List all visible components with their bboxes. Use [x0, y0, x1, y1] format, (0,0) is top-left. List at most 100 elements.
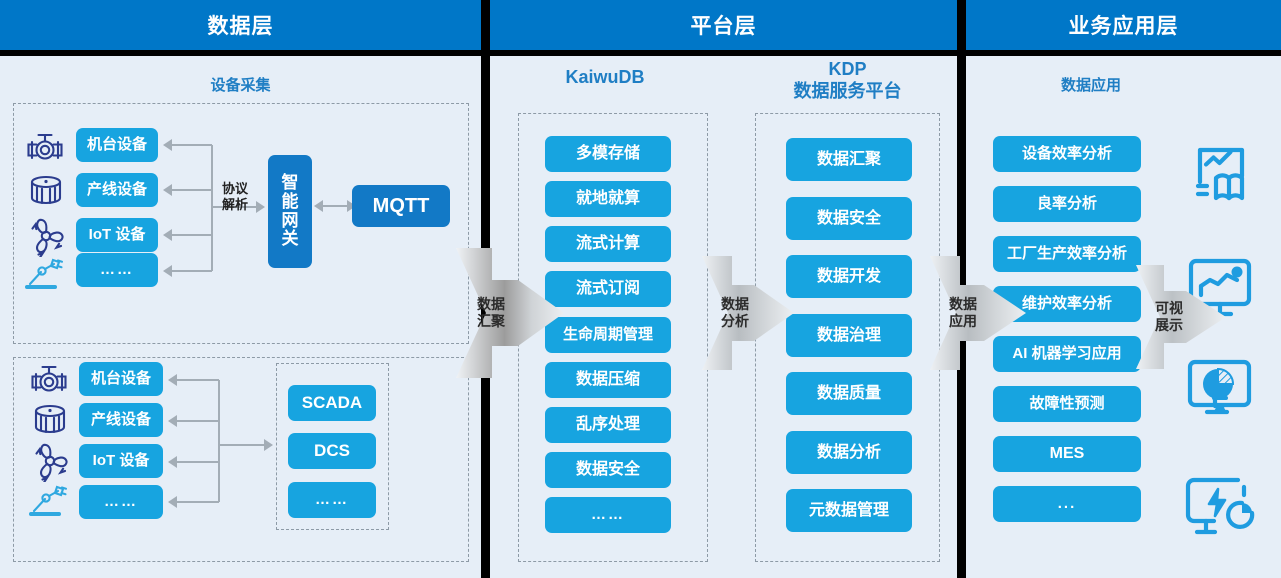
- kdp-chip-4[interactable]: 数据质量: [786, 372, 912, 415]
- industrial-systems-group: [276, 363, 389, 530]
- connector-arrow-top-2: [163, 229, 172, 241]
- kaiwudb-chip-2[interactable]: 流式计算: [545, 226, 671, 262]
- connector-to-gateway: [211, 206, 258, 209]
- gateway-char-1: 能: [281, 191, 299, 211]
- app-chip-2[interactable]: 工厂生产效率分析: [993, 236, 1141, 272]
- flow-label-2-line2: 应用: [949, 313, 977, 329]
- device-chip-top-0[interactable]: 机台设备: [76, 128, 158, 162]
- kdp-chip-2[interactable]: 数据开发: [786, 255, 912, 298]
- connector-top-3: [172, 270, 212, 273]
- connector-bottom-3: [177, 501, 219, 504]
- flow-arrow-data-application: [930, 256, 1026, 370]
- app-chip-1[interactable]: 良率分析: [993, 186, 1141, 222]
- kdp-chip-1[interactable]: 数据安全: [786, 197, 912, 240]
- mqtt-chip[interactable]: MQTT: [352, 185, 450, 227]
- connector-to-systems: [218, 444, 266, 447]
- connector-bus-bottom: [218, 380, 221, 502]
- protocol-parse-line2: 解析: [221, 197, 248, 212]
- connector-bottom-1: [177, 420, 219, 423]
- header-application-layer: 业务应用层: [966, 0, 1281, 50]
- kdp-title-line2: 数据服务平台: [793, 81, 902, 101]
- kaiwudb-chip-4[interactable]: 生命周期管理: [545, 317, 671, 353]
- robot-arm-icon-2: [26, 481, 74, 526]
- connector-bottom-2: [177, 461, 219, 464]
- device-chip-bottom-1[interactable]: 产线设备: [79, 403, 163, 437]
- kaiwudb-chip-1[interactable]: 就地就算: [545, 181, 671, 217]
- system-chip-dcs[interactable]: DCS: [288, 433, 376, 469]
- connector-bottom-0: [177, 379, 219, 382]
- tank-icon: [24, 172, 68, 215]
- gateway-char-2: 网: [281, 210, 299, 230]
- kaiwudb-chip-6[interactable]: 乱序处理: [545, 407, 671, 443]
- kaiwudb-chip-3[interactable]: 流式订阅: [545, 271, 671, 307]
- connector-arrow-bottom-2: [168, 456, 177, 468]
- device-chip-top-3[interactable]: ……: [76, 253, 158, 287]
- kdp-chip-3[interactable]: 数据治理: [786, 314, 912, 357]
- app-chip-5[interactable]: 故障性预测: [993, 386, 1141, 422]
- app-chip-0[interactable]: 设备效率分析: [993, 136, 1141, 172]
- flow-label-3-line2: 展示: [1155, 317, 1183, 333]
- connector-arrow-top-0: [163, 139, 172, 151]
- flow-arrow-data-application-label: 数据 应用: [939, 296, 987, 330]
- device-chip-bottom-2[interactable]: IoT 设备: [79, 444, 163, 478]
- gateway-char-3: 关: [281, 229, 299, 249]
- header-platform-layer-label: 平台层: [690, 15, 757, 38]
- kdp-chip-6[interactable]: 元数据管理: [786, 489, 912, 532]
- section-title-device-collection: 设备采集: [210, 77, 271, 94]
- flow-arrow-visual-presentation-label: 可视 展示: [1145, 300, 1193, 334]
- protocol-parse-label: 协议 解析: [214, 181, 256, 213]
- device-chip-top-1[interactable]: 产线设备: [76, 173, 158, 207]
- connector-top-0: [172, 144, 212, 147]
- header-rule-right: [966, 50, 1281, 56]
- valve-icon-2: [26, 360, 72, 403]
- kdp-chip-0[interactable]: 数据汇聚: [786, 138, 912, 181]
- flow-label-2-line1: 数据: [949, 296, 977, 312]
- flow-arrow-data-analysis-label: 数据 分析: [711, 296, 759, 330]
- header-platform-layer: 平台层: [490, 0, 957, 50]
- app-chip-7[interactable]: ...: [993, 486, 1141, 522]
- connector-arrow-bottom-0: [168, 374, 177, 386]
- robot-arm-icon: [22, 254, 70, 299]
- report-chart-book-icon: [1186, 136, 1258, 211]
- connector-arrow-top-3: [163, 265, 172, 277]
- flow-arrow-visual-presentation: [1136, 265, 1226, 369]
- device-chip-bottom-0[interactable]: 机台设备: [79, 362, 163, 396]
- kaiwudb-chip-7[interactable]: 数据安全: [545, 452, 671, 488]
- kaiwudb-chip-8[interactable]: ……: [545, 497, 671, 533]
- flow-label-0-line2: 汇聚: [477, 313, 505, 329]
- system-chip-scada[interactable]: SCADA: [288, 385, 376, 421]
- connector-arrow-top-1: [163, 184, 172, 196]
- header-rule-left: [0, 50, 481, 56]
- connector-top-1: [172, 189, 212, 192]
- app-chip-6[interactable]: MES: [993, 436, 1141, 472]
- flow-arrow-data-aggregation: [456, 248, 564, 378]
- section-title-kdp: KDP 数据服务平台: [745, 58, 950, 102]
- fan-icon: [22, 215, 70, 262]
- flow-label-0-line1: 数据: [477, 296, 505, 312]
- connector-arrow-gateway: [314, 200, 323, 212]
- header-rule-mid: [490, 50, 957, 56]
- device-chip-top-2[interactable]: IoT 设备: [76, 218, 158, 252]
- kdp-chip-5[interactable]: 数据分析: [786, 431, 912, 474]
- kaiwudb-chip-0[interactable]: 多模存储: [545, 136, 671, 172]
- connector-arrow-to-systems: [264, 439, 273, 451]
- header-application-layer-label: 业务应用层: [1068, 15, 1179, 38]
- section-title-data-application: 数据应用: [1060, 77, 1121, 94]
- section-title-kaiwudb: KaiwuDB: [565, 67, 645, 87]
- connector-arrow-to-gateway: [256, 201, 265, 213]
- device-chip-bottom-3[interactable]: ……: [79, 485, 163, 519]
- app-chip-4[interactable]: AI 机器学习应用: [993, 336, 1141, 372]
- device-collection-group-top: [13, 103, 469, 344]
- header-data-layer: 数据层: [0, 0, 481, 50]
- kaiwudb-chip-5[interactable]: 数据压缩: [545, 362, 671, 398]
- connector-top-2: [172, 234, 212, 237]
- flow-label-1-line2: 分析: [721, 313, 749, 329]
- smart-gateway-chip[interactable]: 智 能 网 关: [268, 155, 312, 268]
- system-chip-more[interactable]: ……: [288, 482, 376, 518]
- monitor-energy-gauge-icon: [1180, 470, 1258, 551]
- valve-icon: [22, 128, 68, 171]
- device-collection-group-bottom: [13, 357, 469, 562]
- gateway-char-0: 智: [281, 173, 299, 193]
- flow-label-1-line1: 数据: [721, 296, 749, 312]
